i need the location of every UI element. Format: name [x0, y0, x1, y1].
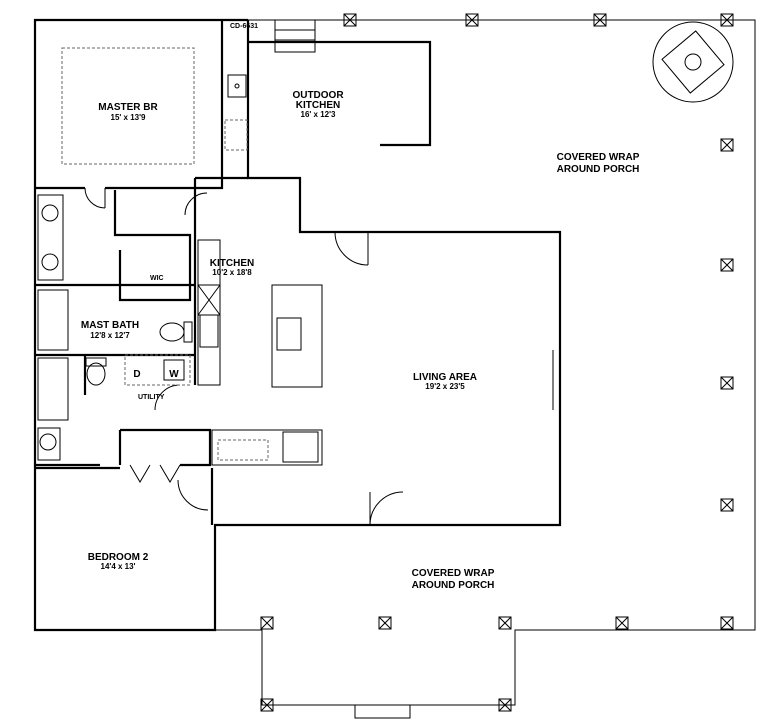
- porch-columns: [260, 13, 734, 712]
- porch-column: [343, 13, 357, 27]
- porch-column: [260, 616, 274, 630]
- porch-column: [720, 258, 734, 272]
- exterior-walls: [33, 18, 562, 632]
- fixtures: [37, 19, 734, 466]
- porch-column: [720, 138, 734, 152]
- kitchen-size: 10'2 x 18'8: [212, 268, 252, 277]
- porch-column: [260, 698, 274, 712]
- utility-label: UTILITY: [138, 394, 165, 401]
- master-br-label: MASTER BR: [98, 102, 158, 113]
- outdoor-kitchen-label-2: KITCHEN: [296, 100, 340, 111]
- porch-outline: [35, 19, 756, 719]
- bedroom2-label: BEDROOM 2: [88, 552, 149, 563]
- porch-column: [498, 698, 512, 712]
- living-area-label: LIVING AREA: [413, 372, 477, 383]
- porch-top-label-1: COVERED WRAP: [557, 152, 640, 163]
- porch-column: [593, 13, 607, 27]
- porch-column: [465, 13, 479, 27]
- porch-column: [720, 498, 734, 512]
- master-br-size: 15' x 13'9: [111, 113, 146, 122]
- porch-column: [720, 13, 734, 27]
- wic-label: WIC: [150, 275, 164, 282]
- dryer-label: D: [133, 369, 140, 380]
- porch-column: [720, 376, 734, 390]
- porch-bottom-label-2: AROUND PORCH: [412, 580, 495, 591]
- porch-column: [498, 616, 512, 630]
- porch-column: [378, 616, 392, 630]
- outdoor-kitchen-label-1: OUTDOOR: [292, 90, 344, 101]
- outdoor-kitchen-size: 16' x 12'3: [301, 110, 336, 119]
- washer-label: W: [169, 369, 179, 380]
- porch-top-label-2: AROUND PORCH: [557, 164, 640, 175]
- mast-bath-label: MAST BATH: [81, 320, 139, 331]
- kitchen-label: KITCHEN: [210, 258, 254, 269]
- living-area-size: 19'2 x 23'5: [425, 382, 465, 391]
- plan-code: CD-6631: [230, 23, 258, 30]
- bedroom2-size: 14'4 x 13': [101, 562, 136, 571]
- porch-column: [720, 616, 734, 630]
- mast-bath-size: 12'8 x 12'7: [90, 331, 130, 340]
- interior-walls: [35, 20, 248, 525]
- porch-column: [615, 616, 629, 630]
- door-swings: [84, 187, 404, 526]
- porch-bottom-label-1: COVERED WRAP: [412, 568, 495, 579]
